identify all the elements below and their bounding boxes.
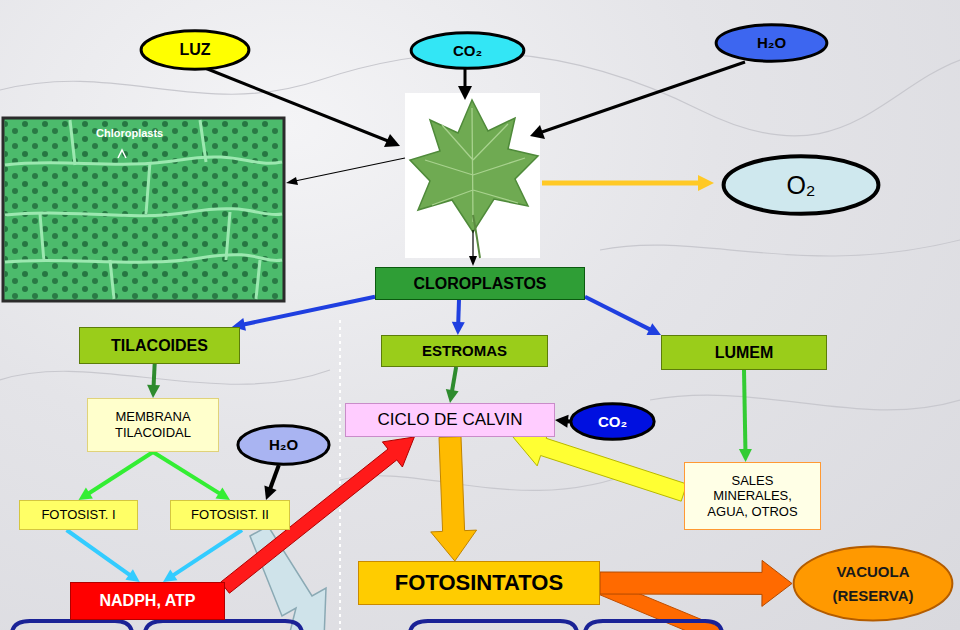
arrow-head — [264, 486, 276, 500]
ellipse-node: CO₂ — [570, 403, 655, 440]
arrow-connector — [264, 465, 278, 500]
arrow-body — [431, 437, 477, 561]
arrow-connector — [67, 530, 140, 582]
arrow-head — [452, 322, 465, 335]
arrow-head — [147, 385, 160, 398]
arrow-head — [216, 488, 231, 500]
oxygen-arrow — [542, 175, 714, 191]
arrow-connector — [452, 300, 465, 335]
microscope-photo — [3, 118, 284, 301]
arrow-connector — [79, 452, 154, 500]
node-text: LUZ — [179, 40, 210, 59]
box-node: MEMBRANA TILACOIDAL — [87, 398, 219, 452]
input-arrows — [205, 62, 745, 266]
box-node: SALES MINERALES, AGUA, OTROS — [684, 462, 821, 530]
bracket — [12, 621, 722, 630]
ellipse-node: LUZ — [140, 30, 250, 70]
ellipse-node: VACUOLA (RESERVA) — [792, 545, 954, 622]
arrow-head — [647, 323, 662, 335]
arrow-head — [125, 569, 139, 582]
block-arrow — [600, 560, 792, 606]
node-text: FOTOSIST. I — [41, 507, 115, 523]
node-text: H₂O — [757, 34, 786, 52]
arrow-line — [744, 370, 745, 450]
box-node: FOTOSIST. II — [170, 500, 290, 530]
node-text: ESTROMAS — [422, 342, 507, 360]
node-text: SALES MINERALES, AGUA, OTROS — [693, 473, 812, 520]
box-node: LUMEM — [661, 335, 827, 370]
arrow-connector — [555, 415, 570, 428]
arrow-line — [585, 297, 650, 330]
box-node: CLOROPLASTOS — [375, 267, 585, 300]
arrow-head — [446, 389, 459, 403]
ellipse-shape — [716, 25, 827, 61]
ellipse-outline — [792, 545, 954, 622]
box-node: FOTOSINTATOS — [358, 561, 600, 605]
arrow-head — [555, 415, 569, 428]
box-node: FOTOSIST. I — [19, 500, 138, 530]
arrow-line — [452, 367, 456, 391]
node-text: FOTOSINTATOS — [395, 570, 563, 596]
arrow-line — [153, 452, 220, 494]
box-node: NADPH, ATP — [70, 582, 225, 620]
ellipse-shape — [411, 33, 524, 69]
divider-line — [339, 320, 341, 630]
arrow-head — [163, 569, 177, 582]
ellipse-node: CO₂ — [410, 32, 525, 69]
photo-label: Chloroplasts — [96, 127, 163, 139]
arrow-head — [79, 488, 93, 501]
ellipse-shape — [724, 156, 879, 214]
node-text: FOTOSIST. II — [191, 507, 269, 523]
arrow-connector — [585, 297, 661, 335]
ellipse-shape — [571, 404, 654, 440]
box-node: TILACOIDES — [79, 327, 240, 364]
node-text: TILACOIDES — [111, 336, 208, 355]
node-text: VACUOLA (RESERVA) — [816, 560, 930, 608]
block-arrow — [431, 437, 477, 561]
ellipse-node: H₂O — [237, 425, 330, 465]
box-node: CICLO DE CALVIN — [345, 403, 555, 437]
arrow-line — [244, 297, 375, 325]
arrow-line — [270, 465, 279, 489]
arrow-connector — [147, 364, 160, 398]
arrow-connector — [446, 367, 459, 403]
node-text: CO₂ — [598, 413, 627, 431]
arrow-line — [456, 300, 461, 323]
arrow-head — [739, 449, 752, 462]
arrow-line — [173, 530, 242, 575]
arrow-line — [89, 452, 153, 494]
box-node: ESTROMAS — [381, 335, 548, 367]
arrow-line — [67, 530, 130, 575]
ellipse-shape — [238, 426, 329, 464]
leaf-picture — [405, 93, 540, 258]
node-text: O₂ — [786, 170, 815, 200]
node-text: MEMBRANA TILACOIDAL — [96, 409, 210, 440]
node-text: CLOROPLASTOS — [413, 274, 546, 293]
node-text: CICLO DE CALVIN — [377, 410, 522, 430]
arrow-line — [154, 364, 155, 386]
marble-veins — [0, 53, 960, 490]
arrow-connector — [153, 452, 230, 500]
node-text: H₂O — [269, 436, 298, 454]
node-text: CO₂ — [453, 42, 482, 60]
ellipse-shape — [141, 31, 249, 69]
node-text: LUMEM — [715, 343, 774, 362]
arrow-body — [600, 560, 792, 606]
ellipse-shape — [794, 547, 953, 621]
arrow-connector — [739, 370, 752, 462]
ellipse-node: O₂ — [722, 155, 880, 215]
ellipse-node: H₂O — [715, 24, 828, 62]
node-text: NADPH, ATP — [100, 591, 196, 610]
arrow-connector — [232, 297, 375, 331]
